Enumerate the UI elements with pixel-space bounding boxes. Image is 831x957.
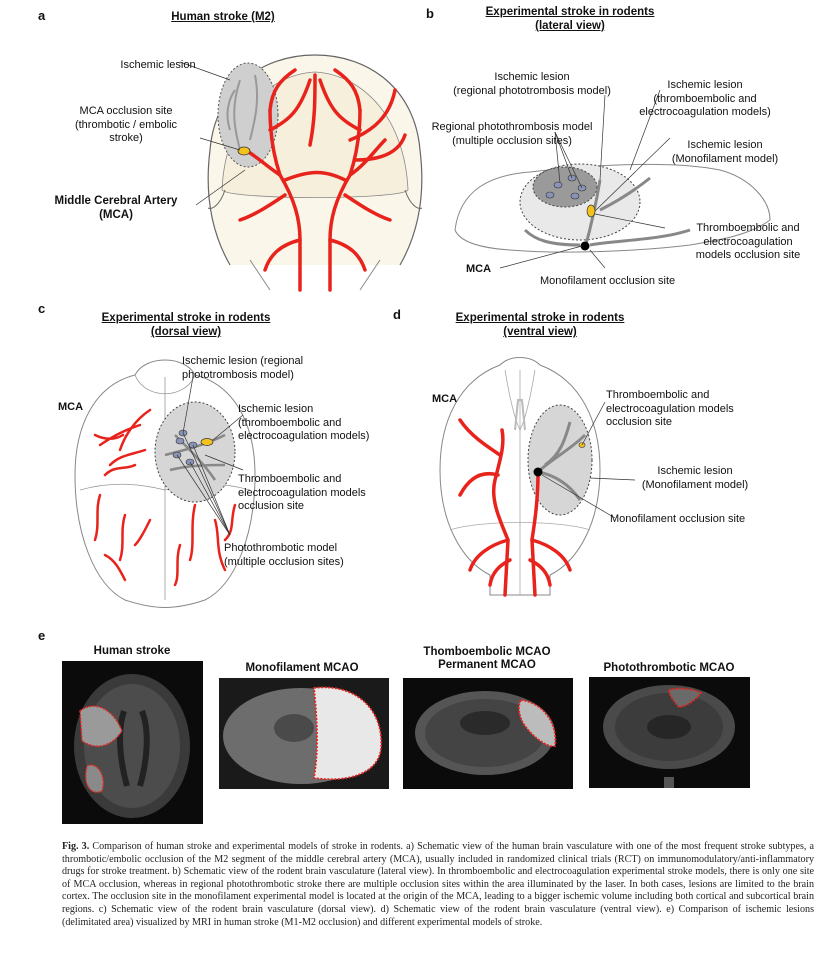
mri-thromboembolic-image xyxy=(403,678,573,789)
mri-title-human: Human stroke xyxy=(93,645,171,657)
panel-a-artery-label: Middle Cerebral Artery(MCA) xyxy=(54,195,178,221)
panel-d-mono-site-label: Monofilament occlusion site xyxy=(610,513,746,525)
mri-photothrombotic-image xyxy=(589,677,750,788)
caption-lead: Fig. 3. xyxy=(62,841,90,852)
panel-a-lesion xyxy=(217,62,279,168)
mri-monofilament-image xyxy=(219,678,389,789)
panel-d-mca-label: MCA xyxy=(432,393,458,405)
panel-e-label: e xyxy=(38,628,46,643)
panel-b-title: Experimental stroke in rodents(lateral v… xyxy=(485,6,655,32)
mri-title-photothrombotic: Photothrombotic MCAO xyxy=(603,662,735,674)
panel-c-mca-label: MCA xyxy=(58,401,84,413)
panel-c-rodent-dorsal-diagram xyxy=(74,359,256,608)
panel-b-label: b xyxy=(426,6,434,21)
panel-b-lesion-mono-label: Ischemic lesion(Monofilament model) xyxy=(671,139,779,165)
panel-b-rodent-lateral-diagram xyxy=(454,89,771,269)
panel-a-title: Human stroke (M2) xyxy=(171,11,275,23)
panel-b-mono-site-label: Monofilament occlusion site xyxy=(540,275,676,287)
panel-d-lesion-mono-label: Ischemic lesion(Monofilament model) xyxy=(641,465,749,491)
panel-b-regional-model-label: Regional photothrombosis model(multiple … xyxy=(431,121,593,147)
caption-text: Comparison of human stroke and experimen… xyxy=(62,841,814,928)
panel-d-label: d xyxy=(393,307,401,322)
figure-caption: Fig. 3. Comparison of human stroke and e… xyxy=(62,841,814,929)
panel-a-clot xyxy=(237,146,251,156)
panel-c-title: Experimental stroke in rodents(dorsal vi… xyxy=(101,312,271,338)
mri-human-image xyxy=(62,661,203,824)
panel-b-mca-label: MCA xyxy=(466,263,492,275)
panel-c-photo-model-label: Photothrombotic model(multiple occlusion… xyxy=(224,542,344,568)
panel-a-label: a xyxy=(38,8,46,23)
mri-title-monofilament: Monofilament MCAO xyxy=(245,662,359,674)
panel-b-lesion-photo-label: Ischemic lesion(regional phototrombosis … xyxy=(453,71,611,97)
panel-a-lesion-label: Ischemic lesion xyxy=(120,59,196,71)
panel-a-human-head-diagram xyxy=(179,54,423,292)
panel-c-label: c xyxy=(38,301,46,316)
panel-d-title: Experimental stroke in rodents(ventral v… xyxy=(455,312,625,338)
panel-d-rodent-ventral-diagram xyxy=(439,357,636,597)
